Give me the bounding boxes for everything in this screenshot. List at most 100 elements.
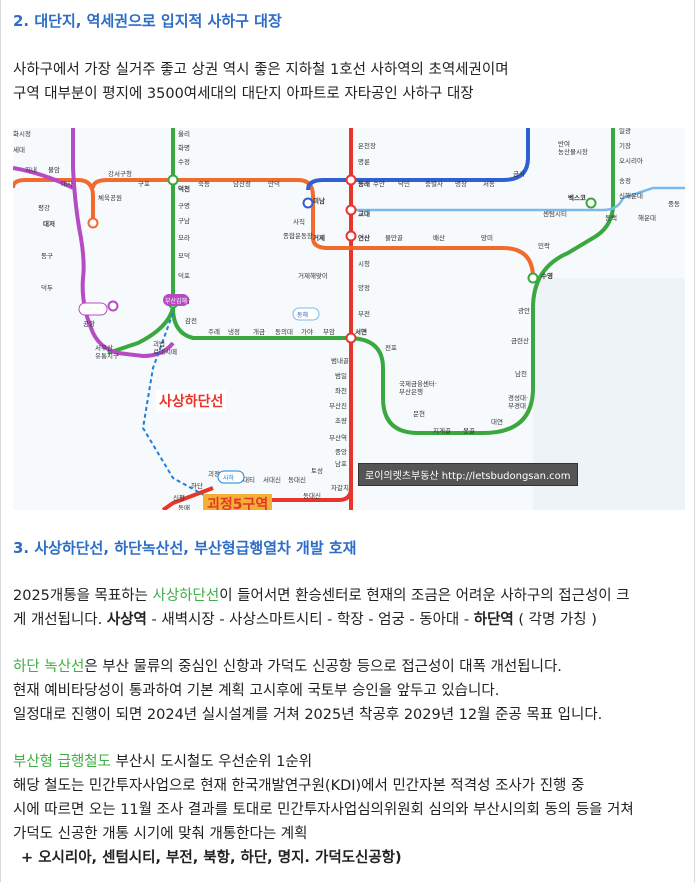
svg-text:송정: 송정 [619,176,631,185]
svg-text:시청: 시청 [358,260,370,268]
section3-heading: 3. 사상하단선, 하단녹산선, 부산형급행열차 개발 호재 [13,539,357,557]
svg-text:냉정: 냉정 [228,327,240,336]
section3-p3-line3: 시에 따르면 오는 11월 조사 결과를 토대로 민간투자사업심의위원회 심의와… [13,802,634,818]
goejeong-tag: 괴정5구역 [203,494,273,510]
section3-p1-line1: 2025개통을 목표하는 사상하단선이 들어서면 환승센터로 현재의 조금은 어… [13,584,682,608]
svg-text:서대신: 서대신 [263,475,281,484]
gimhae-line-path [71,128,175,359]
svg-text:미남: 미남 [313,196,325,205]
svg-text:금련산: 금련산 [511,336,529,345]
svg-text:하단: 하단 [191,481,203,490]
p2-post: 은 부산 물류의 중심인 신항과 가덕도 신공항 등으로 접근성이 대폭 개선됩… [84,659,562,675]
svg-text:명장: 명장 [455,179,467,188]
section2-line1: 사하구에서 가장 실거주 좋고 상권 역시 좋은 지하철 1호선 사하역의 초역… [13,62,509,78]
svg-text:배산: 배산 [433,233,445,242]
svg-text:초량: 초량 [335,417,347,425]
svg-text:괴법: 괴법 [153,339,165,348]
svg-text:동매: 동매 [178,504,190,510]
svg-text:부산역: 부산역 [329,433,347,442]
section3-p3-line5: + 오시리아, 센텀시티, 부전, 북항, 하단, 명지. 가덕도신공항) [21,850,402,866]
svg-text:문현: 문현 [413,410,425,418]
goejeong-text: 괴정5구역 [207,497,269,510]
svg-text:동대신: 동대신 [288,475,306,484]
line2-path [171,128,615,435]
svg-text:해운대: 해운대 [638,213,656,222]
svg-text:대저: 대저 [43,219,55,228]
svg-text:망미: 망미 [481,233,493,242]
svg-text:유통지구: 유통지구 [95,351,119,360]
svg-text:연산: 연산 [358,233,370,242]
svg-text:등구: 등구 [41,252,53,260]
svg-text:거제: 거제 [313,233,325,242]
svg-text:덕포: 덕포 [178,271,190,280]
svg-text:일광: 일광 [619,128,631,135]
svg-text:오시리아: 오시리아 [619,156,643,165]
svg-text:덕천: 덕천 [178,184,190,193]
svg-text:중동: 중동 [668,200,680,208]
svg-text:개금: 개금 [253,327,265,336]
svg-text:모라: 모라 [178,233,190,242]
svg-text:만덕: 만덕 [268,179,280,188]
svg-text:괴정: 괴정 [208,469,220,478]
svg-text:서면: 서면 [355,327,367,336]
svg-text:대사: 대사 [61,179,73,188]
sasang-hadan-planned-path [141,312,214,501]
section3-p2: 하단 녹산선은 부산 물류의 중심인 신항과 가덕도 신공항 등으로 접근성이 … [13,655,682,727]
svg-text:경성대·: 경성대· [508,393,528,402]
svg-text:대연: 대연 [491,418,503,426]
svg-text:양정: 양정 [358,283,370,292]
svg-text:동의대: 동의대 [275,327,293,336]
section2-heading: 2. 대단지, 역세권으로 입지적 사하구 대장 [13,12,282,30]
svg-text:대티: 대티 [243,475,255,484]
watermark: 로이의렛츠부동산 http://letsbudongsan.com [358,463,578,486]
section2-text: 사하구에서 가장 실거주 좋고 상권 역시 좋은 지하철 1호선 사하역의 초역… [13,58,682,106]
line4-path [306,128,530,191]
svg-text:물만골: 물만골 [385,233,403,242]
svg-text:명륜: 명륜 [358,157,370,166]
svg-text:불암: 불암 [48,165,60,174]
svg-text:주례: 주례 [208,327,220,336]
svg-text:수정: 수정 [178,157,190,166]
section3-p2-line1: 하단 녹산선은 부산 물류의 중심인 신항과 가덕도 신공항 등으로 접근성이 … [13,655,682,679]
svg-text:광안: 광안 [518,306,530,315]
p1-line2-pre: 게 개선됩니다. [13,612,107,628]
p1-pre: 2025개통을 목표하는 [13,588,153,604]
svg-text:서동: 서동 [483,179,495,188]
svg-text:남천: 남천 [515,369,527,378]
svg-text:전포: 전포 [385,343,397,352]
sasang-hadan-text: 사상하단선 [159,394,224,410]
svg-text:범일: 범일 [335,371,347,380]
svg-text:충렬사: 충렬사 [425,179,443,188]
svg-text:기장: 기장 [619,141,631,150]
svg-text:센텀시티: 센텀시티 [543,209,567,218]
section3-p2-line3: 일정대로 진행이 되면 2024년 실시설계를 거쳐 2025년 착공후 202… [13,707,603,723]
section3-p3-line2: 해당 철도는 민간투자사업으로 현재 한국개발연구원(KDI)에서 민간자본 적… [13,778,585,794]
svg-text:부암: 부암 [323,328,335,336]
svg-text:국제금융센터·: 국제금융센터· [399,379,437,388]
svg-text:신평: 신평 [173,493,185,502]
svg-text:벡스코: 벡스코 [568,193,586,202]
p1-green: 사상하단선 [152,588,220,604]
subway-map: 율리 화명 수정 덕천 구명 구남 모라 모덕 덕포 사상 감전 주례 냉정 개… [13,128,685,510]
svg-text:덕두: 덕두 [41,283,53,292]
svg-text:좌천: 좌천 [335,386,347,395]
svg-text:율리: 율리 [178,129,190,138]
svg-text:교대: 교대 [358,209,370,218]
svg-text:사하: 사하 [223,474,235,482]
section3-p2-line2: 현재 예비타당성이 통과하여 기본 계획 고시후에 국토부 승인을 앞두고 있습… [13,683,500,699]
svg-text:토성: 토성 [311,466,323,475]
p2-green: 하단 녹산선 [13,659,85,675]
svg-text:화시정: 화시정 [13,129,31,138]
svg-text:신해운대: 신해운대 [619,191,643,200]
p1-post: 이 들어서면 환승센터로 현재의 조금은 어려운 사하구의 접근성이 크 [219,588,630,604]
p1-end: ( 각명 가칭 ) [513,612,597,628]
donghae-line-path [348,186,685,212]
p3-green: 부산형 급행철도 [13,754,111,770]
svg-text:부산진: 부산진 [329,401,347,410]
svg-text:부전: 부전 [358,309,370,318]
svg-text:동대신: 동대신 [303,491,321,500]
svg-text:감전: 감전 [185,316,197,325]
svg-text:구포: 구포 [138,180,150,188]
svg-text:거제해맞이: 거제해맞이 [298,271,328,280]
